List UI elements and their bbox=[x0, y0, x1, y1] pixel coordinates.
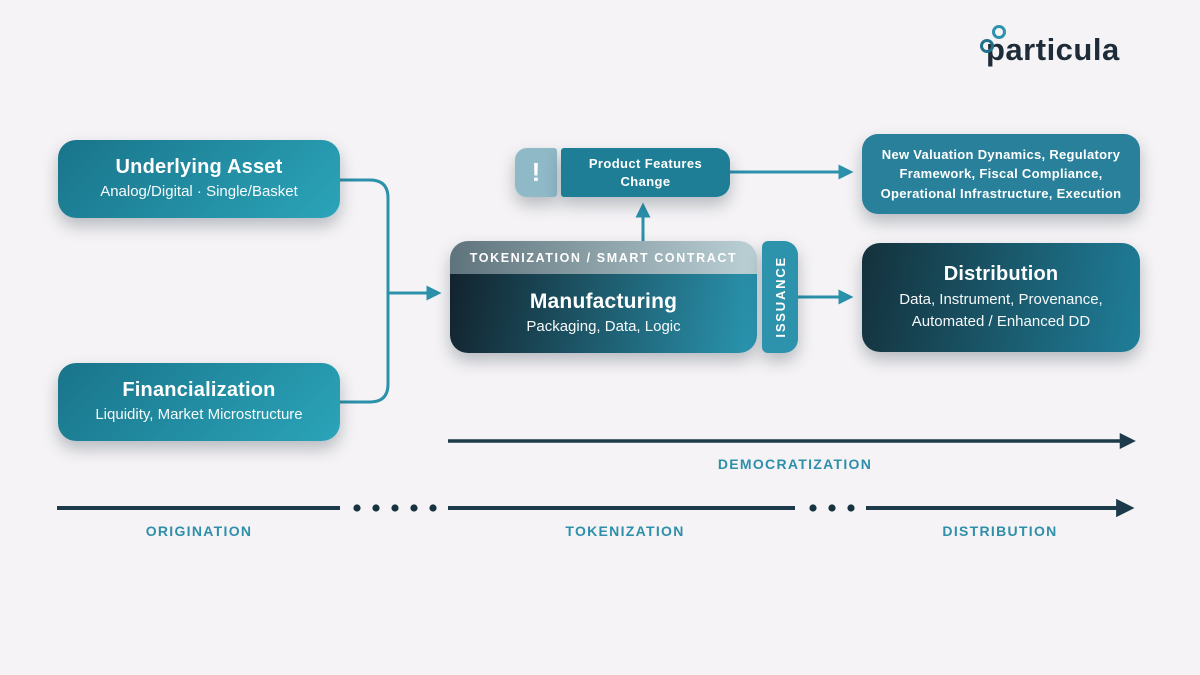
financialization-title: Financialization bbox=[122, 378, 276, 401]
distribution-subtitle: Data, Instrument, Provenance, Automated … bbox=[899, 291, 1103, 330]
distribution-box: Distribution Data, Instrument, Provenanc… bbox=[862, 243, 1140, 352]
manufacturing-title: Manufacturing bbox=[529, 289, 678, 313]
financialization-box: Financialization Liquidity, Market Micro… bbox=[58, 363, 340, 441]
tokenization-header: TOKENIZATION / SMART CONTRACT bbox=[450, 241, 757, 274]
financialization-subtitle: Liquidity, Market Microstructure bbox=[95, 405, 303, 423]
new-valuation-text: New Valuation Dynamics, Regulatory Frame… bbox=[880, 146, 1122, 201]
alert-exclamation-icon: ! bbox=[515, 148, 557, 197]
product-features-change-label: Product Features Change bbox=[588, 155, 703, 189]
democratization-label: DEMOCRATIZATION bbox=[717, 456, 873, 472]
logo-ring-icon bbox=[980, 39, 994, 53]
underlying-asset-box: Underlying Asset Analog/Digital · Single… bbox=[58, 140, 340, 218]
stage-label-origination: ORIGINATION bbox=[145, 523, 253, 539]
stage-label-tokenization: TOKENIZATION bbox=[565, 523, 685, 539]
logo-ring-icon bbox=[992, 25, 1006, 39]
product-features-change-box: Product Features Change bbox=[561, 148, 730, 197]
timeline-dots-2 bbox=[809, 504, 855, 512]
issuance-strip: ISSUANCE bbox=[762, 241, 798, 353]
distribution-title: Distribution bbox=[943, 263, 1059, 286]
new-valuation-box: New Valuation Dynamics, Regulatory Frame… bbox=[862, 134, 1140, 214]
particula-logo: particula bbox=[980, 25, 1150, 74]
timeline-dots-1 bbox=[353, 504, 437, 512]
tokenization-box: TOKENIZATION / SMART CONTRACT Manufactur… bbox=[450, 241, 757, 353]
logo-wordmark: particula bbox=[986, 32, 1120, 67]
manufacturing-body: Manufacturing Packaging, Data, Logic bbox=[450, 274, 757, 353]
stage-label-distribution: DISTRIBUTION bbox=[942, 523, 1058, 539]
underlying-asset-title: Underlying Asset bbox=[115, 155, 283, 178]
issuance-label: ISSUANCE bbox=[772, 256, 788, 338]
manufacturing-subtitle: Packaging, Data, Logic bbox=[526, 317, 681, 335]
underlying-asset-subtitle: Analog/Digital · Single/Basket bbox=[100, 182, 298, 200]
connector-origination-bracket bbox=[340, 178, 390, 404]
exclamation-glyph: ! bbox=[531, 157, 541, 187]
